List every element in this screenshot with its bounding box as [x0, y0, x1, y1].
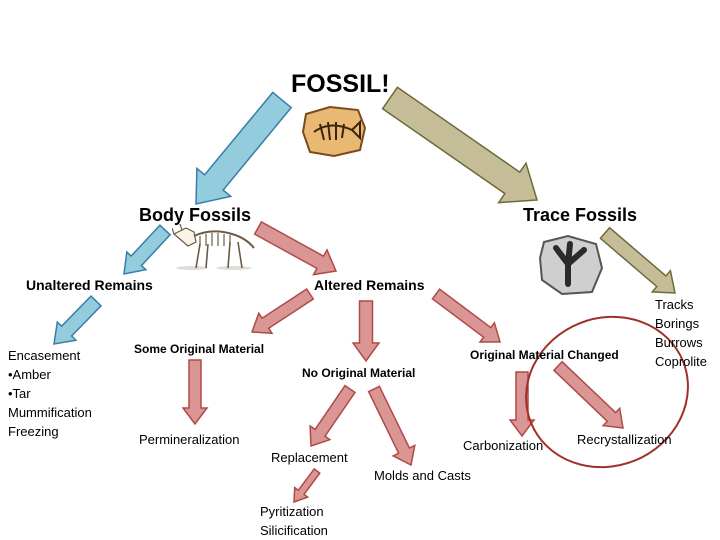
list-item: Borings	[655, 316, 700, 331]
arrow-trace-to-examples	[599, 226, 676, 294]
fossil-fish-icon	[301, 105, 367, 158]
arrow-altered-to-some	[250, 287, 315, 335]
arrow-changed-to-carbonization	[508, 371, 536, 438]
trace-fossils-label: Trace Fossils	[523, 205, 638, 225]
list-item: Tracks	[655, 297, 694, 312]
highlight-circle	[525, 315, 689, 469]
list-item: Silicification	[260, 523, 328, 538]
permineralization-label: Permineralization	[139, 432, 240, 447]
arrow-none-to-replacement	[309, 384, 357, 448]
altered-remains-label: Altered Remains	[314, 277, 425, 293]
arrow-fossil-to-trace	[381, 86, 538, 204]
no-original-material-label: No Original Material	[302, 366, 416, 380]
molds-and-casts-label: Molds and Casts	[374, 468, 471, 483]
list-item: Coprolite	[655, 354, 708, 369]
list-item: Encasement	[8, 348, 81, 363]
list-item: Mummification	[8, 405, 92, 420]
arrow-altered-to-changed	[431, 288, 502, 343]
arrow-body-to-altered	[253, 220, 338, 276]
body-fossils-label: Body Fossils	[139, 205, 252, 225]
arrow-some-to-permineralization	[181, 359, 209, 426]
list-item: Freezing	[8, 424, 59, 439]
some-original-material-label: Some Original Material	[134, 342, 265, 356]
arrow-unaltered-to-examples	[53, 295, 103, 345]
list-item: •Amber	[8, 367, 51, 382]
recrystallization-label: Recrystallization	[577, 432, 672, 447]
footprint-fossil-icon	[538, 234, 604, 296]
arrow-body-to-unaltered	[123, 224, 172, 275]
list-item: Burrows	[655, 335, 703, 350]
unaltered-remains-label: Unaltered Remains	[26, 277, 153, 293]
list-item: •Tar	[8, 386, 31, 401]
arrow-fossil-to-body	[195, 91, 293, 205]
arrow-none-to-molds	[367, 385, 416, 467]
arrow-replacement-to-examples	[293, 467, 321, 504]
original-material-changed-label: Original Material Changed	[470, 348, 619, 362]
carbonization-label: Carbonization	[463, 438, 544, 453]
replacement-label: Replacement	[271, 450, 348, 465]
triceratops-skeleton-icon	[172, 224, 255, 270]
arrow-altered-to-none	[351, 300, 381, 363]
arrow-changed-to-recrystallization	[552, 360, 624, 429]
trace-examples-list: Tracks Borings Burrows Coprolite	[655, 295, 707, 371]
unaltered-examples-list: Encasement •Amber •Tar Mummification Fre…	[8, 346, 92, 441]
list-item: Pyritization	[260, 504, 324, 519]
diagram-title: FOSSIL!	[291, 70, 390, 98]
replacement-examples-list: Pyritization Silicification	[260, 502, 328, 540]
